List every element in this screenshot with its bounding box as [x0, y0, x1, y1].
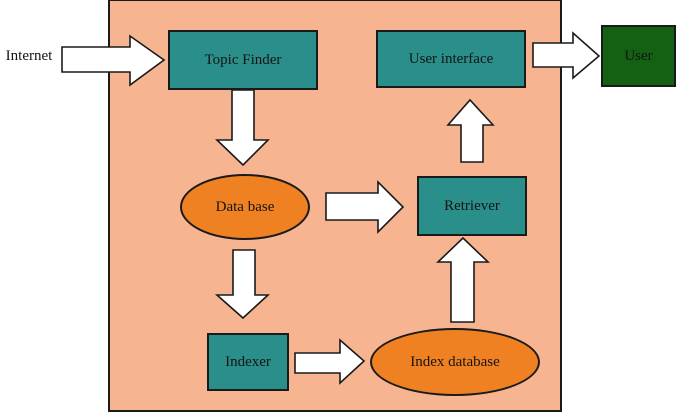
internet-label: Internet — [5, 48, 53, 64]
node-indexer-label: Indexer — [225, 353, 271, 370]
node-index-database-label: Index database — [410, 353, 500, 370]
node-retriever: Retriever — [417, 176, 527, 236]
node-database: Data base — [180, 174, 310, 240]
node-indexer: Indexer — [207, 333, 289, 391]
node-user-interface: User interface — [376, 30, 526, 88]
node-topic-finder-label: Topic Finder — [204, 51, 282, 68]
node-user: User — [601, 25, 676, 87]
node-user-label: User — [624, 47, 653, 64]
node-retriever-label: Retriever — [444, 197, 500, 214]
node-topic-finder: Topic Finder — [168, 30, 318, 90]
node-database-label: Data base — [215, 198, 275, 215]
node-index-database: Index database — [370, 328, 540, 396]
node-user-interface-label: User interface — [408, 50, 494, 67]
